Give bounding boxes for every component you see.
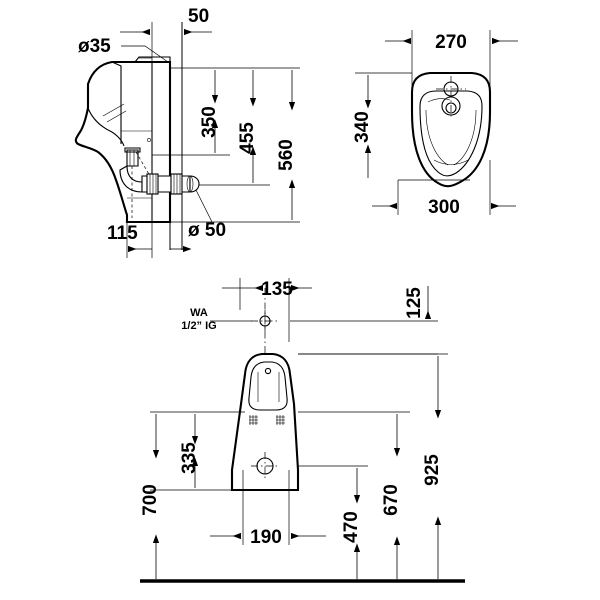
dim-925-label: 925: [422, 454, 443, 486]
bowl-contour-bottom: [433, 159, 469, 165]
bowl-contour-right: [453, 109, 477, 166]
dim-135-label: 135: [261, 279, 293, 300]
side-elevation-view: 50 ø35 350 455 560: [74, 6, 300, 258]
urinal-top-cap: [134, 56, 171, 63]
trap-hidden-line-2: [135, 151, 151, 177]
dimension-300: 300: [372, 197, 516, 218]
outlet-pipe-bore: [186, 175, 194, 193]
urinal-front-outline: [230, 352, 300, 492]
urinal-side-funnel-back: [111, 61, 122, 144]
dim-350-label: 350: [199, 106, 220, 138]
dim-340-label: 340: [352, 111, 373, 143]
inlet-circle-inner: [445, 102, 457, 114]
dim-dia35-label: ø35: [78, 36, 111, 57]
dim-dia50-label: ø 50: [188, 220, 226, 241]
outlet-pipe-collar-2: [170, 173, 183, 195]
surface-texture-mark-right: [276, 415, 285, 425]
urinal-front-bowl: [248, 361, 288, 411]
dimension-455: 455: [237, 70, 258, 183]
dimension-560: 560: [276, 70, 297, 220]
dimension-470: 470: [341, 468, 362, 579]
funnel-detail-line-1: [102, 103, 125, 117]
trap-collar: [124, 147, 141, 153]
dimension-670: 670: [381, 414, 402, 579]
urinal-side-outline: [74, 60, 172, 224]
water-inlet-marker: [436, 76, 466, 118]
bowl-contour-top: [427, 98, 451, 103]
dia50-leader-line: [195, 189, 213, 223]
dim-115-label: 115: [107, 223, 138, 244]
dimension-340: 340: [352, 75, 373, 178]
dia35-leader-line: [121, 45, 169, 63]
dim-670-label: 670: [381, 484, 402, 516]
dimension-335: 335: [179, 414, 200, 488]
fixing-point-marker: [147, 138, 151, 142]
top-plan-view: 270 340 300: [352, 30, 518, 218]
urinal-plan-bowl: [419, 90, 483, 177]
bowl-contour-left: [425, 109, 449, 166]
dimension-115: 115: [107, 222, 192, 258]
outlet-pipe-end: [189, 175, 200, 193]
urinal-plan-outline: [410, 71, 492, 188]
dim-560-label: 560: [276, 139, 297, 171]
urinal-side-funnel-lower: [87, 107, 125, 147]
dim-190-label: 190: [250, 527, 282, 548]
dim-125-label: 125: [404, 287, 425, 319]
dim-270-label: 270: [435, 32, 467, 53]
dimension-dia50: ø 50: [188, 189, 226, 241]
dimension-125: 125: [290, 286, 438, 355]
wa-label-line1: WA: [190, 307, 208, 319]
wa-label-line2: 1/2” IG: [181, 320, 216, 332]
dimension-135: 135: [222, 279, 312, 300]
dim-50-label: 50: [188, 6, 209, 27]
dim-335-label: 335: [179, 442, 200, 474]
dimension-270: 270: [385, 32, 518, 53]
dim-455-label: 455: [237, 122, 258, 154]
dimension-dia35: ø35: [78, 36, 169, 63]
dim-700-label: 700: [140, 484, 161, 516]
dimension-700: 700: [140, 414, 161, 579]
outlet-pipe-collar-1: [146, 173, 159, 195]
dimension-50: 50: [120, 6, 212, 36]
dimension-190: 190: [210, 470, 326, 548]
urinal-side-rim: [87, 61, 113, 108]
surface-texture-mark-left: [249, 415, 258, 425]
dimension-925: 925: [422, 356, 443, 579]
inlet-hole: [264, 367, 272, 375]
front-drain-marker: [251, 452, 279, 480]
dimension-350: 350: [199, 70, 220, 153]
front-elevation-view: WA 1/2” IG 135 125 335: [140, 278, 465, 583]
dim-300-label: 300: [428, 197, 460, 218]
dim-470-label: 470: [341, 511, 362, 543]
funnel-detail-line-2: [106, 110, 127, 123]
